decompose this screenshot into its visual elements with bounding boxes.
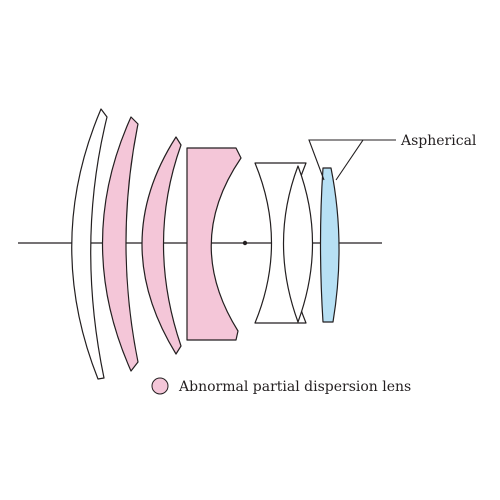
legend-label: Abnormal partial dispersion lens: [178, 379, 411, 395]
aspherical-label: Aspherical: [400, 133, 477, 149]
lens-element-1: [71, 108, 108, 380]
lens-element-3: [141, 136, 182, 355]
aperture-stop-marker: [242, 240, 248, 246]
lens-element-7-aspherical: [319, 167, 340, 323]
lens-element-6: [282, 165, 314, 323]
lens-element-2: [101, 116, 139, 372]
legend-swatch-pink: [151, 377, 169, 395]
lens-element-4: [186, 147, 242, 341]
aspherical-callout-lines: [308, 139, 365, 181]
